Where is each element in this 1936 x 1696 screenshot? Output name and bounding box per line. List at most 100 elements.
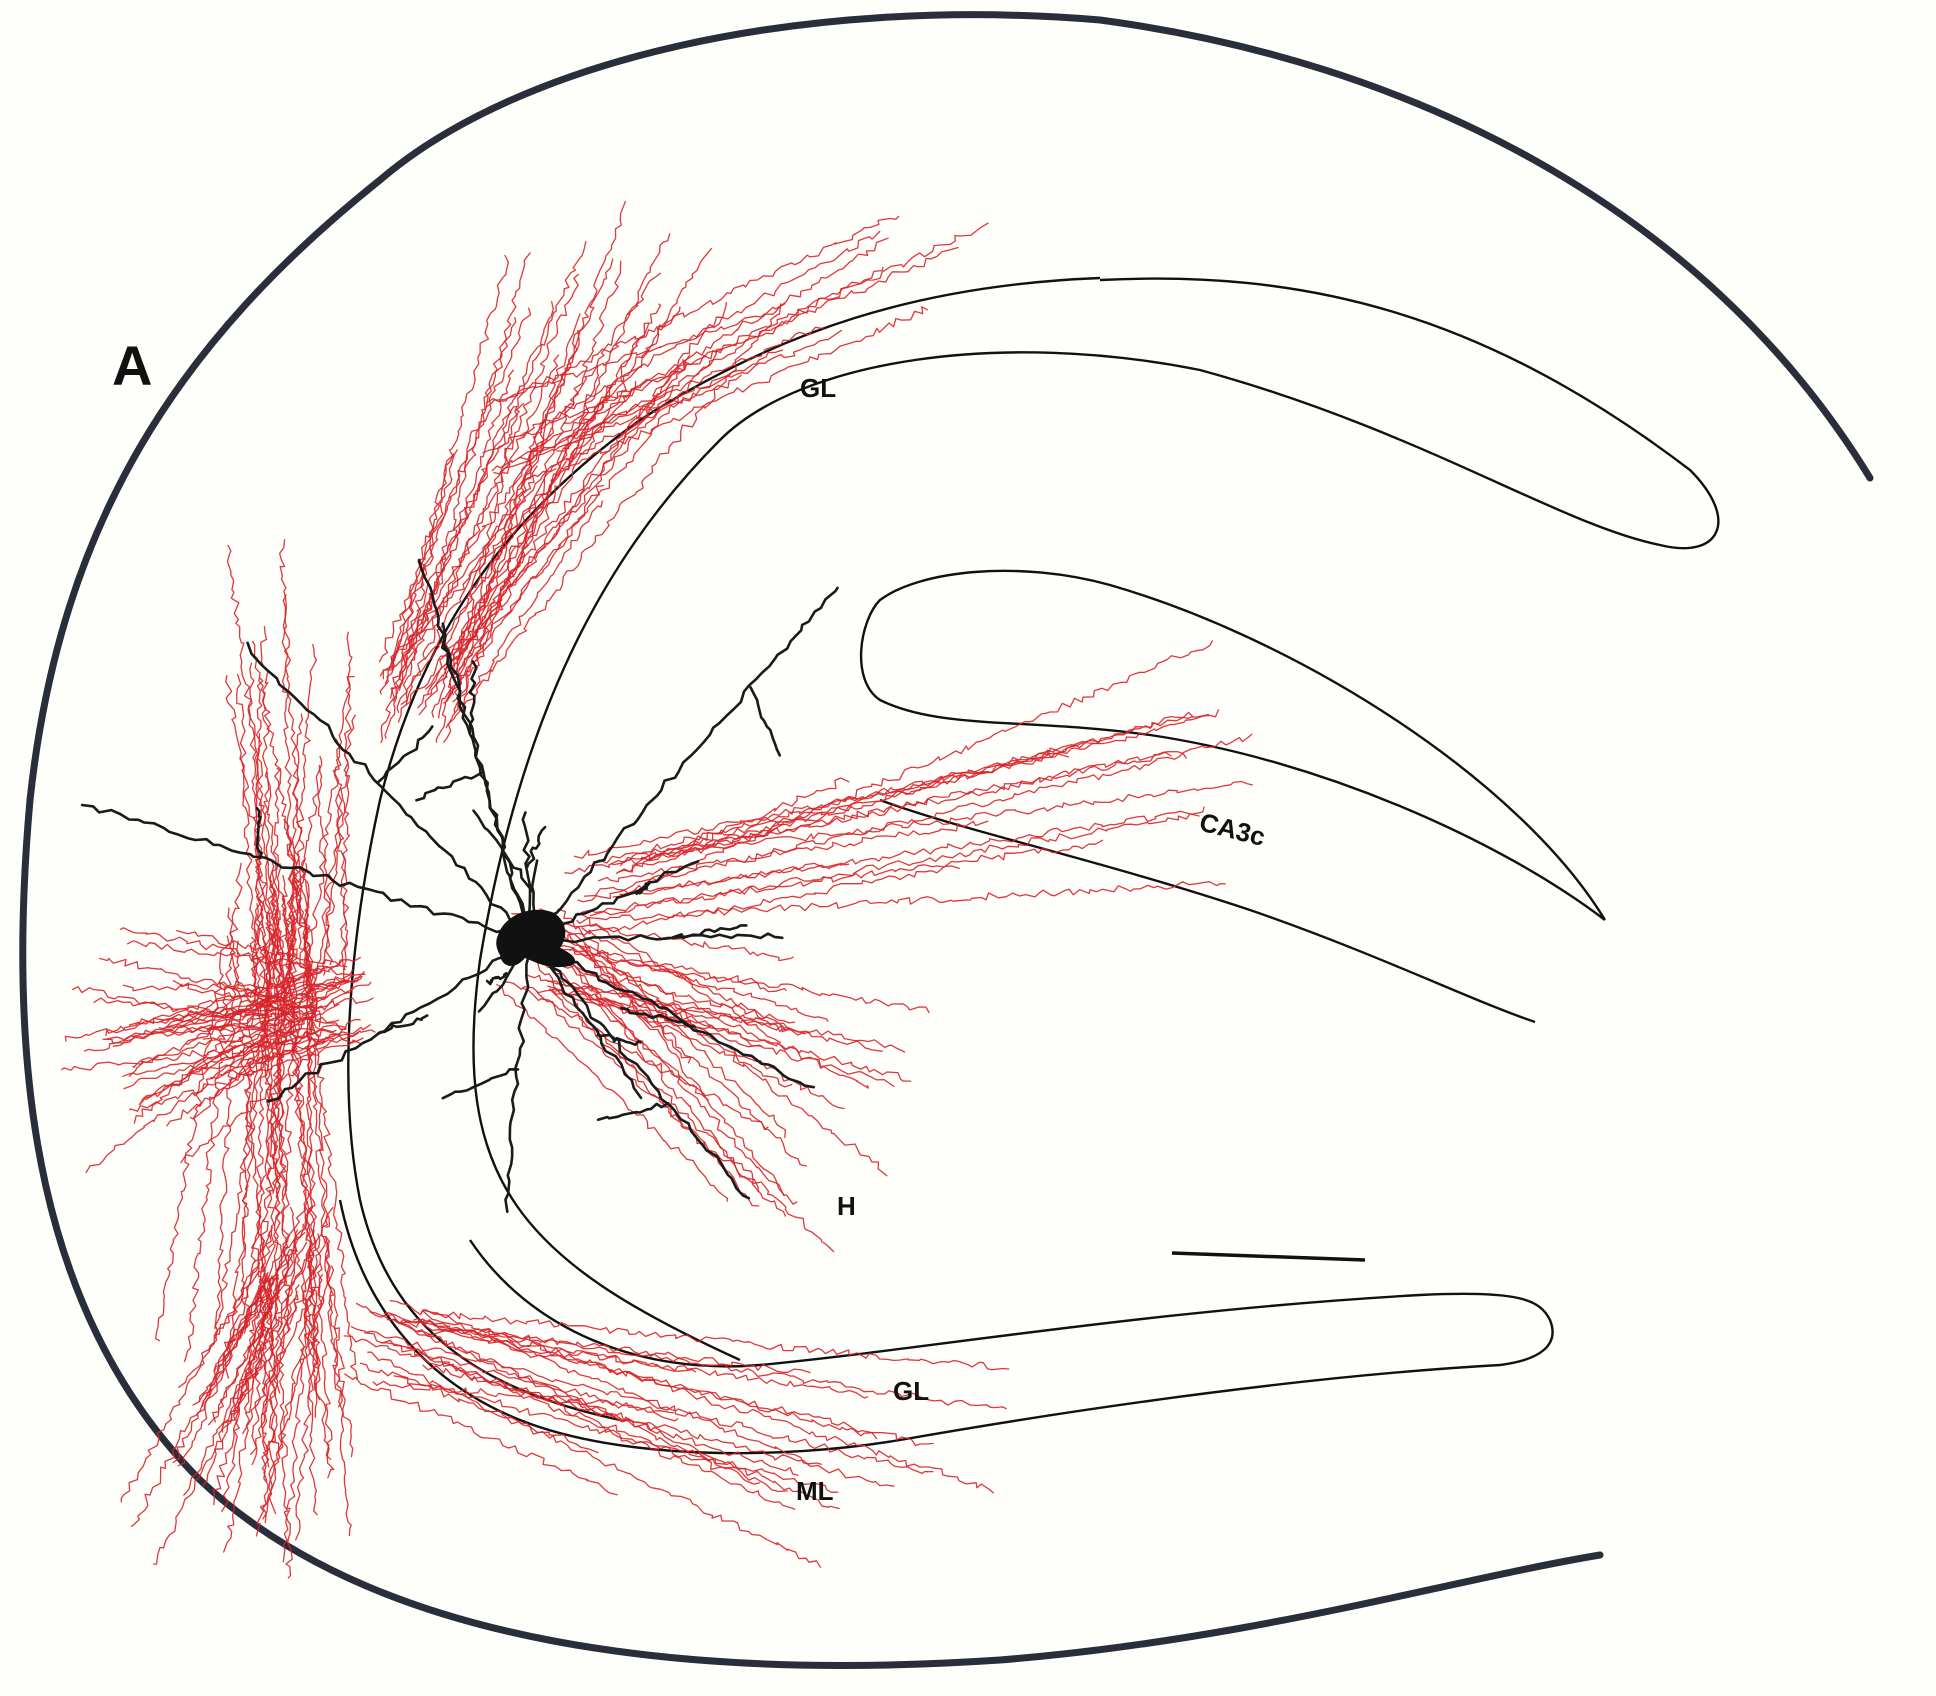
axon-branch <box>451 313 581 696</box>
axon-branch <box>398 1322 840 1510</box>
axon-branch <box>271 895 288 1331</box>
axon-branch <box>562 222 989 424</box>
axon-branch <box>581 927 805 1036</box>
axon-branch <box>180 1027 347 1164</box>
axon-branch <box>400 468 557 705</box>
axon-branch <box>556 266 884 452</box>
axon-branch <box>225 675 292 1034</box>
axon-branch <box>132 1013 286 1068</box>
dendrite-branch <box>749 686 782 757</box>
axon-branch <box>61 1039 289 1071</box>
axon-branch <box>165 977 363 1029</box>
dendrite <box>504 938 533 1213</box>
axon-branch <box>343 1335 799 1476</box>
axon-branch <box>266 771 288 1032</box>
axon-branch <box>592 713 1210 864</box>
axon-branch <box>422 1309 994 1494</box>
dendrite-branch <box>485 971 508 986</box>
axon-branch <box>442 303 662 668</box>
axon-branch <box>202 1028 337 1043</box>
cell-soma <box>496 909 576 968</box>
axon-branch <box>273 1284 293 1579</box>
axon-branch <box>518 329 843 459</box>
dendrite-branch <box>620 1006 696 1028</box>
axon-branch <box>255 1265 335 1537</box>
axon-branch <box>282 1229 317 1563</box>
dendrite-branch <box>468 660 478 734</box>
dendrite-branch <box>596 1102 670 1122</box>
label-granule-layer-upper: GL <box>800 373 836 403</box>
dendrite-branch <box>596 1033 642 1047</box>
slice-outline <box>19 11 1874 1669</box>
axon-branch <box>232 1262 321 1412</box>
dendrite-branch <box>635 882 651 896</box>
label-granule-layer-lower: GL <box>893 1376 929 1406</box>
axon-branch <box>424 385 674 690</box>
label-hilus: H <box>837 1191 856 1221</box>
axon-branch <box>325 1236 354 1458</box>
axon-branch <box>212 1241 308 1423</box>
axon-branch <box>405 1320 811 1374</box>
axon-branch <box>178 1243 276 1388</box>
axon-branch <box>378 307 532 663</box>
axon-branch <box>267 767 282 1012</box>
axon-branch <box>333 738 347 971</box>
axon-branch <box>93 997 340 1024</box>
axon-branch <box>398 354 560 691</box>
axon-branch <box>424 427 553 660</box>
axon-branch <box>126 940 320 972</box>
axon-branch <box>85 1017 298 1174</box>
axon-branch <box>342 631 353 983</box>
axon-branch <box>617 711 1194 873</box>
axon-branch <box>243 858 306 1334</box>
axon-branch <box>120 1262 261 1503</box>
axon-branch <box>553 920 888 1177</box>
axon-branch <box>291 871 343 1408</box>
dendrite-branch <box>441 1068 520 1100</box>
axon-branch <box>521 349 784 484</box>
axon-branch <box>365 1330 934 1475</box>
axon-branch <box>519 941 787 993</box>
axon-branch <box>420 1309 1010 1371</box>
axon-branch <box>154 935 230 1342</box>
axon-branch <box>412 1317 1007 1410</box>
axon-branch <box>450 247 713 671</box>
axon-branch <box>580 839 1104 914</box>
axon-branch <box>641 780 1253 861</box>
axon-branch <box>458 348 723 670</box>
axon-branch <box>145 971 365 1101</box>
axon-branch <box>576 881 1226 925</box>
axon-branch <box>579 945 829 1022</box>
axon-branch <box>491 326 825 472</box>
ca3c-layer <box>859 569 1607 921</box>
axon-branch <box>282 874 311 1242</box>
axon-branch <box>528 920 798 1205</box>
axon-branch <box>482 246 959 454</box>
axon-branch <box>189 1010 317 1120</box>
axon-branch <box>119 927 355 977</box>
axon-branch <box>452 200 627 681</box>
granule-layer-lower <box>338 1199 1554 1455</box>
axon-branch <box>519 230 881 437</box>
axon-branch <box>564 306 929 468</box>
axon-branch <box>547 980 906 1053</box>
axon-branch <box>405 301 727 706</box>
axon-branch <box>557 908 787 1139</box>
axon-branch <box>379 316 517 695</box>
axon-branch <box>589 813 1200 917</box>
axon-branch <box>521 987 769 1131</box>
axon-branch <box>278 539 297 967</box>
dendrite <box>528 932 784 944</box>
axon-branch <box>389 1300 822 1465</box>
axon-branch <box>384 449 458 739</box>
axon-branch <box>485 215 900 408</box>
axon-branch <box>597 820 989 883</box>
axon-branch <box>177 1273 269 1467</box>
axon-branch <box>250 1284 300 1456</box>
dendrite <box>246 641 532 942</box>
axon-branch <box>417 1329 869 1399</box>
axon-branch <box>302 1289 318 1516</box>
axon-branch <box>510 922 869 1089</box>
axon-branch <box>619 640 1213 896</box>
